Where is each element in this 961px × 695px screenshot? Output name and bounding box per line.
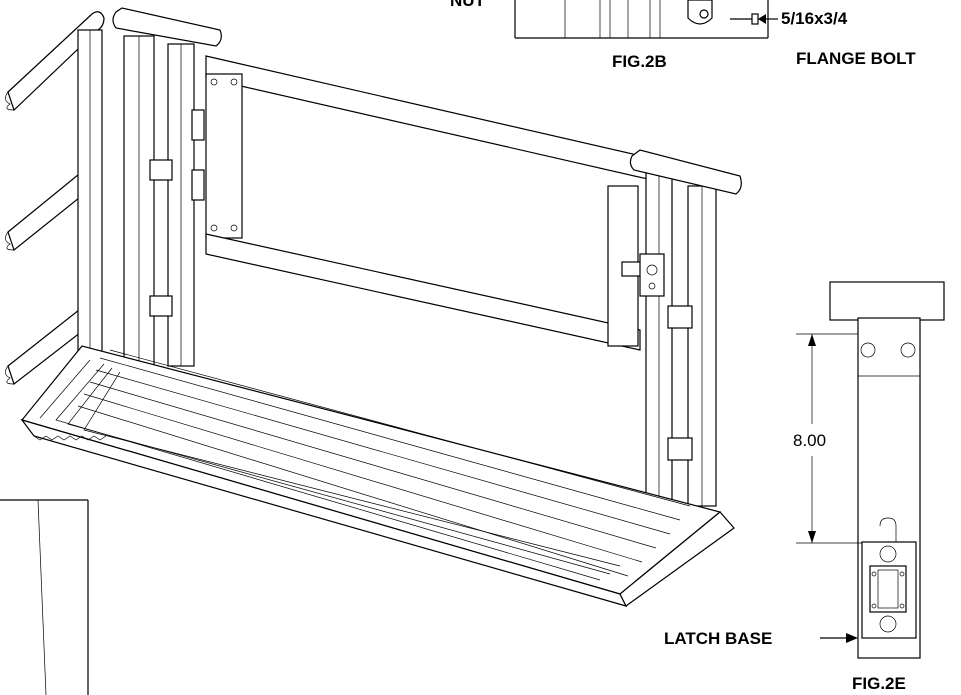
flange-bolt-label: FLANGE BOLT: [796, 49, 916, 68]
dimension-value: 8.00: [793, 431, 826, 450]
fig-2e-detail: [829, 281, 945, 659]
flange-bolt-icon: [730, 13, 766, 25]
dimension-8-00: [796, 333, 862, 544]
bolt-size-label: 5/16x3/4: [781, 9, 848, 28]
post-detail-fragment: [0, 499, 89, 695]
fig-2b-detail: [514, 0, 778, 39]
fig-2e-caption: FIG.2E: [852, 674, 906, 693]
fig-2b-caption: FIG.2B: [612, 52, 667, 71]
latch-base-arrow-icon: [820, 633, 858, 643]
gate-assembly: [5, 7, 742, 607]
latch-base-label: LATCH BASE: [664, 629, 772, 648]
nut-label: NUT: [450, 0, 486, 10]
